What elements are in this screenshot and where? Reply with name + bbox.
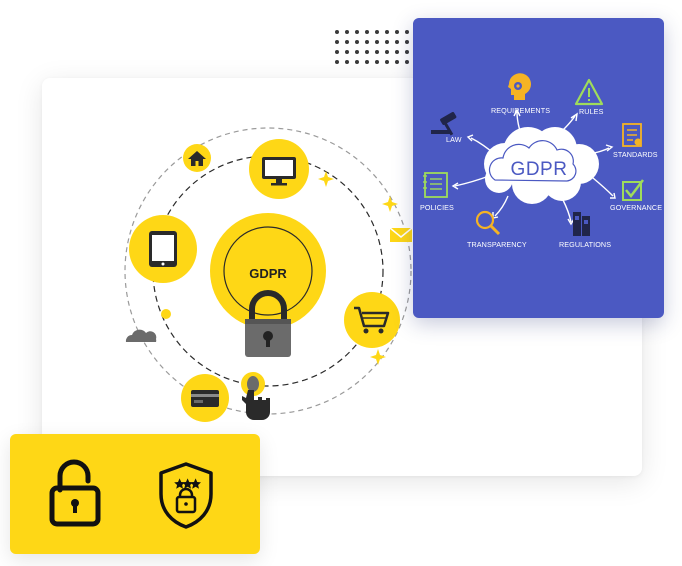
head-gear-icon (508, 73, 531, 100)
sparkle-icon (382, 196, 398, 212)
label-rules: Rules (579, 107, 604, 116)
unlocked-padlock-icon (49, 459, 101, 527)
home-icon (183, 144, 211, 172)
label-governance: Governance (610, 203, 663, 212)
sparkle-icon (318, 171, 334, 187)
gdpr-concepts-card: GDPR Requirements Rules Law Standards Po… (413, 18, 664, 318)
label-requirements: Requirements (491, 106, 551, 115)
label-regulations: Regulations (559, 240, 612, 249)
outer-orbit (124, 127, 412, 415)
monitor-icon (249, 139, 309, 199)
label-standards: Standards (613, 150, 658, 159)
document-list-icon (622, 123, 642, 147)
shield-lock-icon (159, 462, 213, 529)
hand-pointer-icon (242, 390, 270, 420)
gdpr-concepts-art (423, 73, 644, 236)
label-law: Law (446, 135, 462, 144)
mouse-icon (241, 372, 265, 396)
cloud-icon (125, 329, 157, 342)
center-label: GDPR (249, 266, 287, 281)
binders-icon (573, 212, 590, 236)
label-policies: Policies (420, 203, 454, 212)
warning-icon (574, 78, 604, 106)
magnifier-icon (475, 210, 501, 236)
gavel-icon (431, 111, 457, 136)
padlock-icon (245, 290, 291, 357)
gdpr-orbit-diagram: GDPR (124, 127, 413, 422)
center-core (223, 226, 313, 316)
label-transparency: Transparency (467, 240, 527, 249)
orbit-dot (161, 309, 171, 319)
security-card (10, 434, 260, 554)
sparkle-icon (370, 349, 386, 365)
cloud-label: GDPR (510, 159, 568, 180)
security-icons (49, 459, 213, 529)
shopping-cart-icon (344, 292, 400, 348)
envelope-icon (389, 227, 413, 242)
tablet-icon (129, 215, 197, 283)
arrows (451, 108, 616, 226)
checkbox-icon (622, 179, 644, 201)
credit-card-icon (181, 374, 229, 422)
notebook-icon (423, 172, 448, 198)
